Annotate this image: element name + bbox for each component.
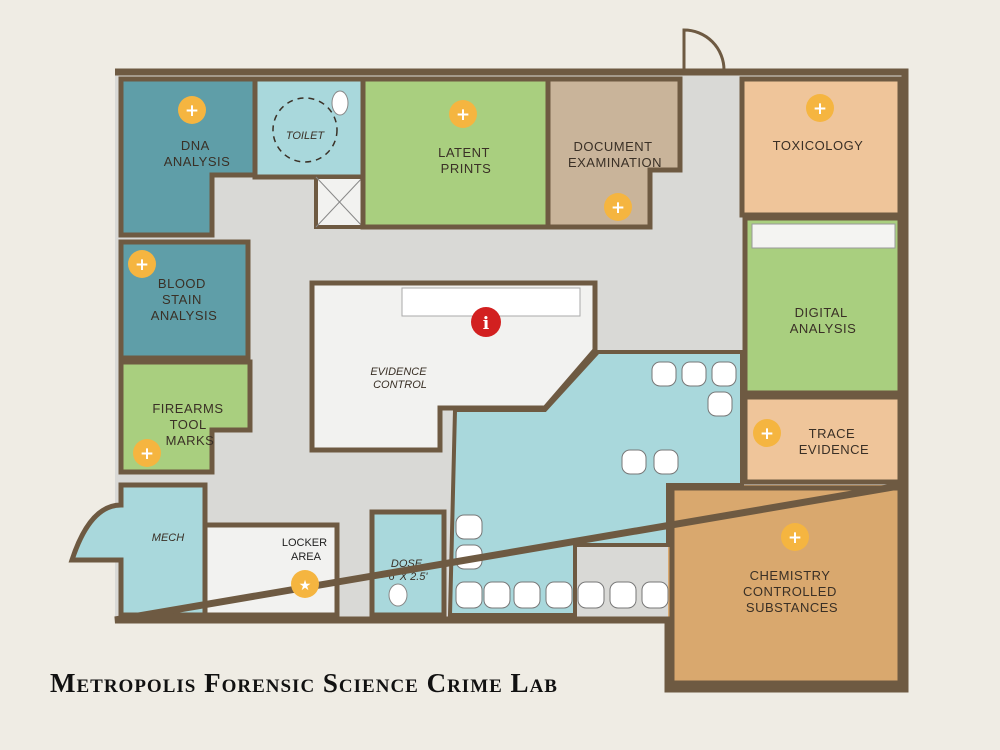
svg-text:+: + xyxy=(456,105,470,125)
svg-text:LOCKER AREA: LOCKER AREA xyxy=(282,537,330,563)
marker-blood-plus-icon[interactable]: + xyxy=(128,250,156,278)
marker-latent-plus-icon[interactable]: + xyxy=(449,100,477,128)
svg-text:+: + xyxy=(611,198,625,218)
room-toxicology[interactable]: TOXICOLOGY xyxy=(739,76,903,218)
svg-text:EVIDENCE CONTROL: EVIDENCE CONTROL xyxy=(370,366,429,391)
svg-text:BLOOD STAIN ANALYS: BLOOD STAIN ANALYSIS xyxy=(151,276,218,323)
entrance-door-icon[interactable] xyxy=(682,28,726,72)
svg-text:+: + xyxy=(185,101,199,121)
room-digital-analysis[interactable]: DIGITAL ANALYSIS xyxy=(742,215,903,396)
marker-trace-plus-icon[interactable]: + xyxy=(753,419,781,447)
svg-text:FIREARMS TOOL MARK: FIREARMS TOOL MARKS xyxy=(152,401,227,448)
svg-text:+: + xyxy=(788,528,802,548)
room-toilet[interactable]: TOILET xyxy=(252,76,366,180)
svg-text:★: ★ xyxy=(299,578,312,594)
svg-text:LATENT PRINTS: LATENT PRINTS xyxy=(438,145,494,176)
marker-chemistry-plus-icon[interactable]: + xyxy=(781,523,809,551)
marker-dna-plus-icon[interactable]: + xyxy=(178,96,206,124)
svg-text:DIGITAL ANALYSIS: DIGITAL ANALYSIS xyxy=(790,305,857,336)
svg-text:i: i xyxy=(483,314,490,334)
info-marker-icon[interactable]: i xyxy=(471,307,501,337)
svg-text:+: + xyxy=(140,444,154,464)
marker-locker-star-icon[interactable]: ★ xyxy=(291,570,319,598)
room-latent-prints[interactable]: LATENT PRINTS xyxy=(360,76,551,230)
svg-text:CHEMISTRY CONTROLLED: CHEMISTRY CONTROLLED SUBSTANCES xyxy=(743,568,841,615)
room-document-examination[interactable]: DOCUMENT EXAMINATION xyxy=(545,76,683,230)
svg-text:TRACE EVIDENCE: TRACE EVIDENCE xyxy=(799,426,869,457)
svg-text:+: + xyxy=(813,99,827,119)
svg-text:TOILET: TOILET xyxy=(286,130,326,142)
lounge-seating xyxy=(455,361,737,609)
marker-firearms-plus-icon[interactable]: + xyxy=(133,439,161,467)
outer-wall xyxy=(114,68,909,693)
marker-toxicology-plus-icon[interactable]: + xyxy=(806,94,834,122)
svg-text:TOXICOLOGY: TOXICOLOGY xyxy=(773,138,864,153)
svg-text:DNA ANALYSIS: DNA ANALYSIS xyxy=(164,138,231,169)
marker-document-plus-icon[interactable]: + xyxy=(604,193,632,221)
room-dna-analysis[interactable]: DNA ANALYSIS xyxy=(118,76,258,238)
svg-text:DOCUMENT EXAMINATION: DOCUMENT EXAMINATION xyxy=(568,139,662,170)
room-mech[interactable]: MECH xyxy=(68,482,208,618)
svg-text:+: + xyxy=(135,255,149,275)
svg-text:+: + xyxy=(760,424,774,444)
svg-text:MECH: MECH xyxy=(152,532,184,544)
map-title: Metropolis Forensic Science Crime Lab xyxy=(50,668,558,698)
